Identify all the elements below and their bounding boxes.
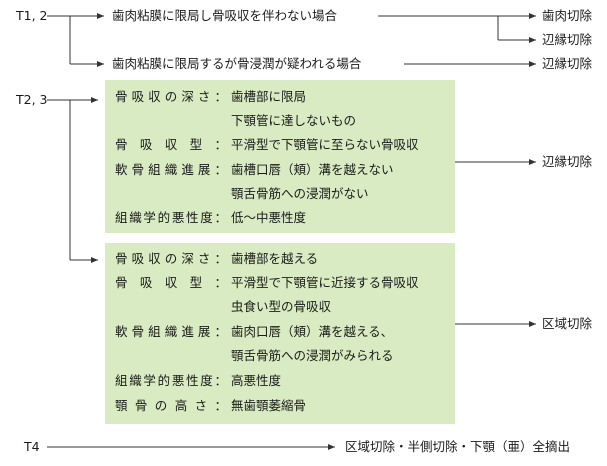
box1-label-depth: 骨吸収の深さ： xyxy=(115,89,227,104)
box1-label-soft-tissue: 軟骨組織進展： xyxy=(115,162,227,177)
stage-t12-label: T1, 2 xyxy=(16,8,48,23)
box2-value-grade: 高悪性度 xyxy=(231,373,282,388)
box1-value-type: 平滑型で下顎管に至らない骨吸収 xyxy=(231,137,419,152)
outcome-extended-resection: 区域切除・半側切除・下顎（亜）全摘出 xyxy=(345,439,571,454)
box1-label-type: 骨吸収型： xyxy=(115,137,227,152)
outcome-marginal-resection-1: 辺縁切除 xyxy=(542,32,593,47)
criteria-box-segmental xyxy=(105,243,455,424)
stage-t23-label: T2, 3 xyxy=(16,92,48,107)
criteria-box-marginal xyxy=(105,80,455,233)
box1-label-grade: 組織学的悪性度： xyxy=(115,210,227,225)
box2-value-soft-tissue-cont: 顎舌骨筋への浸潤がみられる xyxy=(231,348,394,363)
outcome-marginal-resection-2: 辺縁切除 xyxy=(542,56,593,71)
outcome-gingival-resection: 歯肉切除 xyxy=(542,8,593,23)
box1-value-grade: 低～中悪性度 xyxy=(231,210,307,225)
outcome-marginal-resection-3: 辺縁切除 xyxy=(542,154,593,169)
outcome-segmental-resection: 区域切除 xyxy=(542,316,593,331)
condition-1-text: 歯肉粘膜に限局し骨吸収を伴わない場合 xyxy=(112,8,338,23)
box2-value-depth: 歯槽部を越える xyxy=(231,251,319,266)
box1-value-depth: 歯槽部に限局 xyxy=(231,89,307,104)
box2-value-type-cont: 虫食い型の骨吸収 xyxy=(231,299,332,314)
box2-label-depth: 骨吸収の深さ： xyxy=(115,251,227,266)
box2-value-jaw-height: 無歯顎萎縮骨 xyxy=(231,398,307,413)
box2-label-jaw-height: 顎骨の高さ： xyxy=(115,398,227,413)
box2-value-type: 平滑型で下顎管に近接する骨吸収 xyxy=(231,275,419,290)
stage-t4-label: T4 xyxy=(24,439,40,454)
box2-label-grade: 組織学的悪性度： xyxy=(115,373,227,388)
box1-value-depth-cont: 下顎管に達しないもの xyxy=(231,113,357,128)
box2-label-soft-tissue: 軟骨組織進展： xyxy=(115,324,227,339)
box1-value-soft-tissue: 歯槽口唇（頬）溝を越えない xyxy=(231,162,394,177)
box2-value-soft-tissue: 歯肉口唇（頬）溝を越える、 xyxy=(231,324,394,339)
condition-2-text: 歯肉粘膜に限局するが骨浸潤が疑われる場合 xyxy=(112,56,362,71)
box2-label-type: 骨吸収型： xyxy=(115,275,227,290)
box1-value-soft-tissue-cont: 顎舌骨筋への浸潤がない xyxy=(231,186,369,201)
